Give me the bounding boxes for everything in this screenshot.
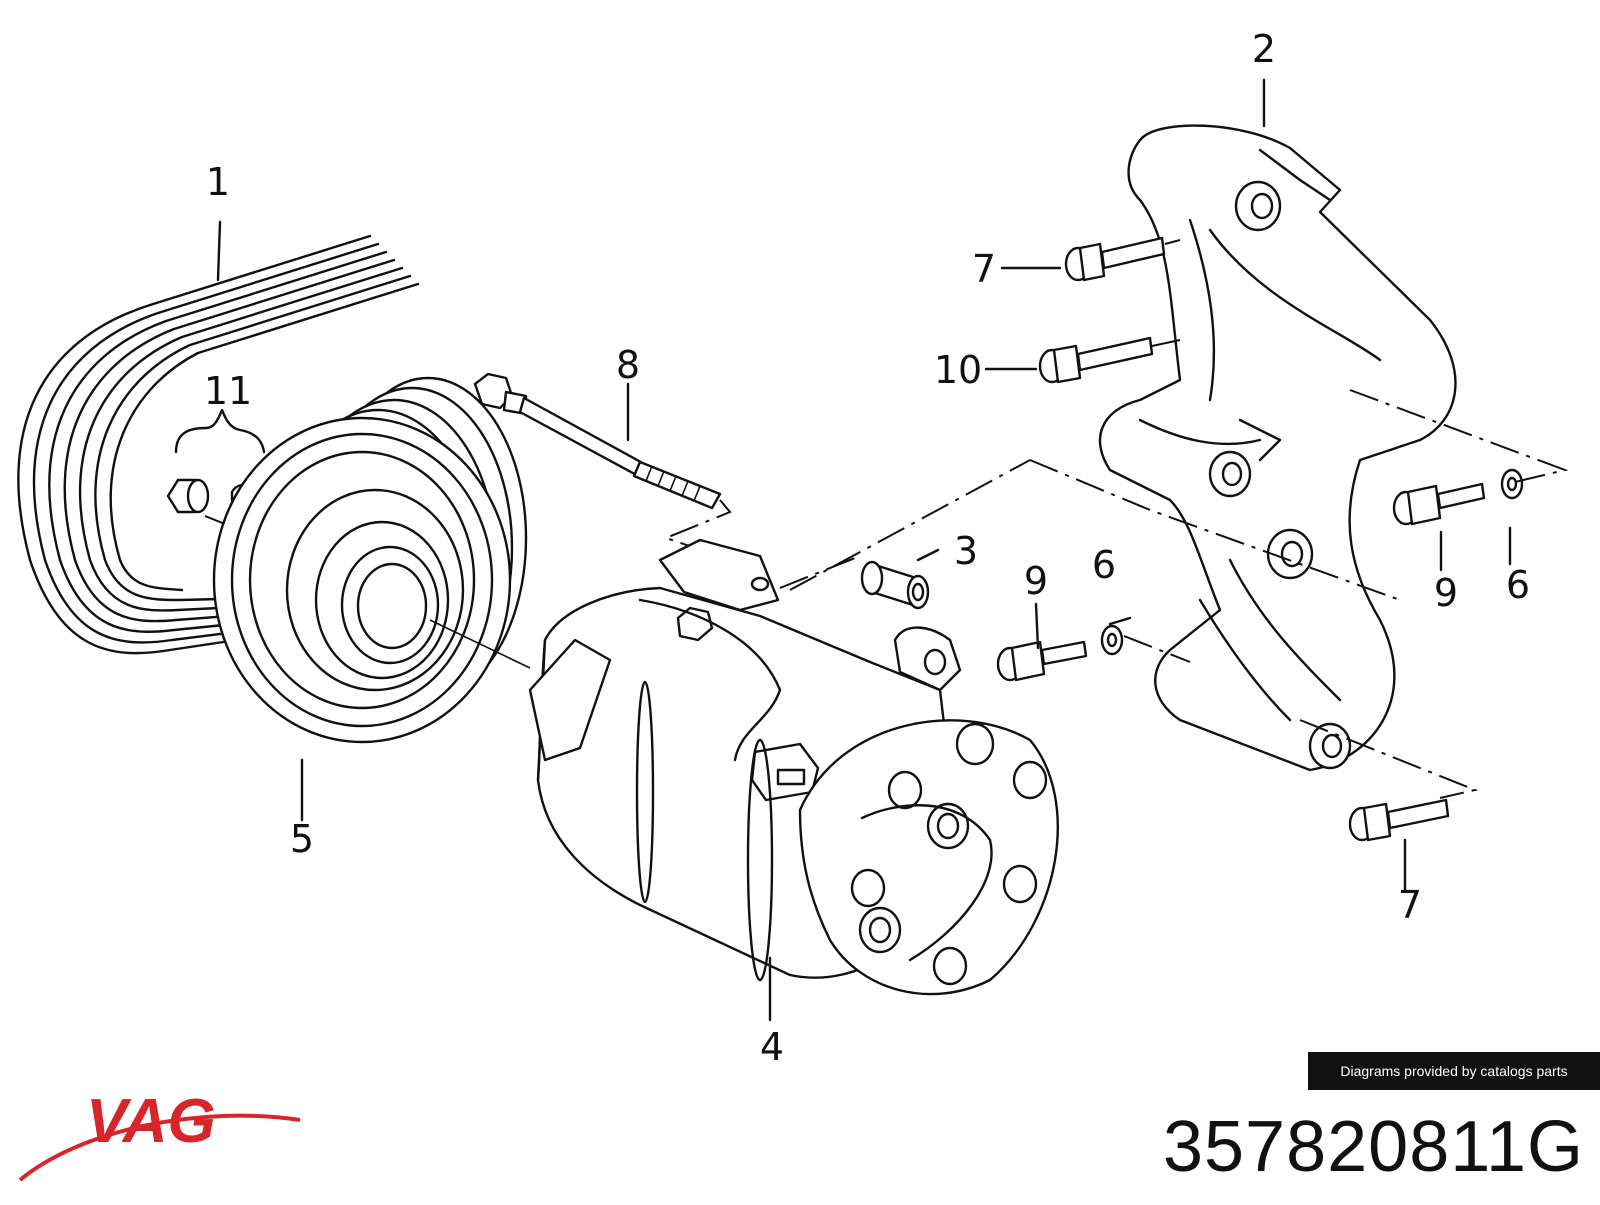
alignment-lines (789, 389, 1569, 799)
callout-2: 2 (1252, 27, 1276, 71)
clutch-pulley (212, 376, 531, 744)
callout-6-left: 6 (1092, 543, 1116, 587)
washer-6-left (1100, 624, 1191, 663)
ac-compressor (528, 538, 1059, 996)
callout-7-upper: 7 (972, 247, 996, 291)
callout-3: 3 (954, 529, 978, 573)
callout-5: 5 (290, 817, 314, 861)
callout-4: 4 (760, 1025, 784, 1069)
bolt-7-upper (1064, 236, 1181, 282)
callout-11: 11 (204, 369, 252, 413)
callout-8: 8 (616, 343, 640, 387)
bolt-10 (1038, 336, 1181, 384)
bolt-7-lower (1348, 798, 1450, 842)
callout-labels: 1 2 3 4 5 6 6 7 7 8 9 9 10 11 (204, 27, 1530, 1069)
callout-7-lower: 7 (1398, 883, 1422, 927)
leader-lines (216, 78, 1512, 1022)
part-number: 357820811G (1162, 1107, 1584, 1187)
callout-9-left: 9 (1024, 559, 1048, 603)
callout-1: 1 (206, 160, 230, 204)
sleeve (779, 555, 930, 610)
callout-6-right: 6 (1506, 563, 1530, 607)
vag-logo: VAG (18, 1087, 301, 1182)
callout-10: 10 (934, 348, 982, 392)
drive-belt (17, 234, 420, 655)
mounting-bracket (1098, 124, 1457, 772)
callout-9-right: 9 (1434, 571, 1458, 615)
logo-swoosh (18, 1113, 301, 1182)
bolt-9-right (1392, 482, 1486, 526)
diagram-credit-banner: Diagrams provided by catalogs parts (1308, 1052, 1600, 1090)
logo-text: VAG (86, 1087, 216, 1156)
washer-6-right (1500, 468, 1524, 500)
long-bolt (473, 372, 761, 571)
bolt-9-left (996, 640, 1088, 682)
